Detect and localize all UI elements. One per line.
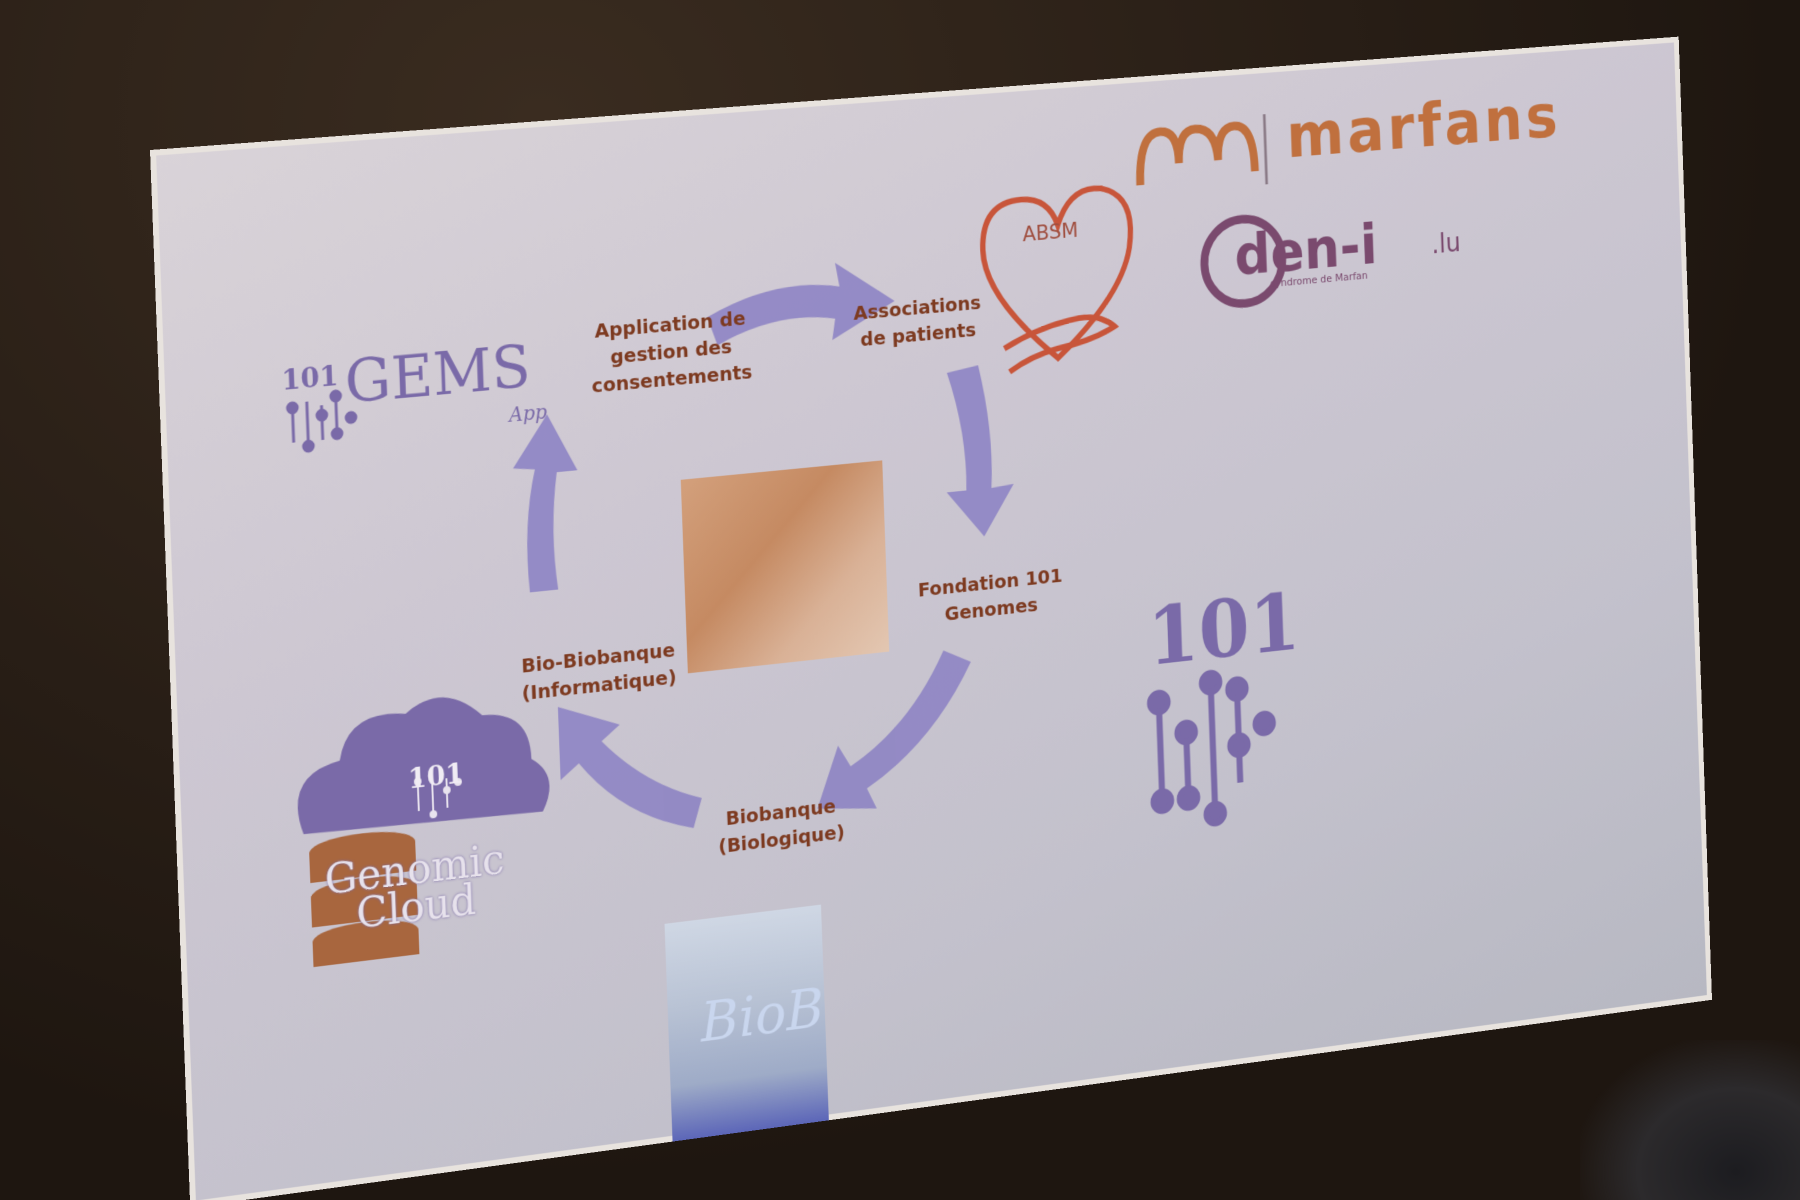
projected-slide: Application de gestion des consentements… [150, 36, 1712, 1200]
audience-head-silhouette [1580, 1040, 1800, 1200]
absm-heart-icon [981, 186, 1135, 374]
arrow-associations-to-foundation [942, 362, 1016, 541]
gems-logo-101: 101 [280, 359, 339, 397]
arrow-foundation-to-biobank [812, 647, 976, 816]
genomic-cloud-icon [294, 685, 551, 968]
cycle-diagram [150, 37, 1712, 968]
absm-logo: ABSM [1022, 218, 1079, 248]
deni-logo-tld: .lu [1430, 226, 1462, 260]
foundation-101-logo: 101 [1146, 574, 1302, 684]
arrow-consent-to-associations [705, 257, 896, 352]
foundation-molecule-icon [1149, 666, 1276, 830]
marfans-divider [1264, 114, 1266, 184]
gems-logo-app: App [508, 399, 548, 427]
gems-molecule-icon [287, 389, 357, 453]
arrow-biobank-to-informatics [557, 691, 703, 844]
cloud-101-logo: 101 [407, 756, 465, 796]
marfans-wave-icon [1138, 124, 1255, 185]
node-consent-app: Application de gestion des consentements [591, 306, 753, 398]
arrow-informatics-to-consent [511, 411, 582, 594]
hospital-wristband-photo [680, 460, 890, 674]
